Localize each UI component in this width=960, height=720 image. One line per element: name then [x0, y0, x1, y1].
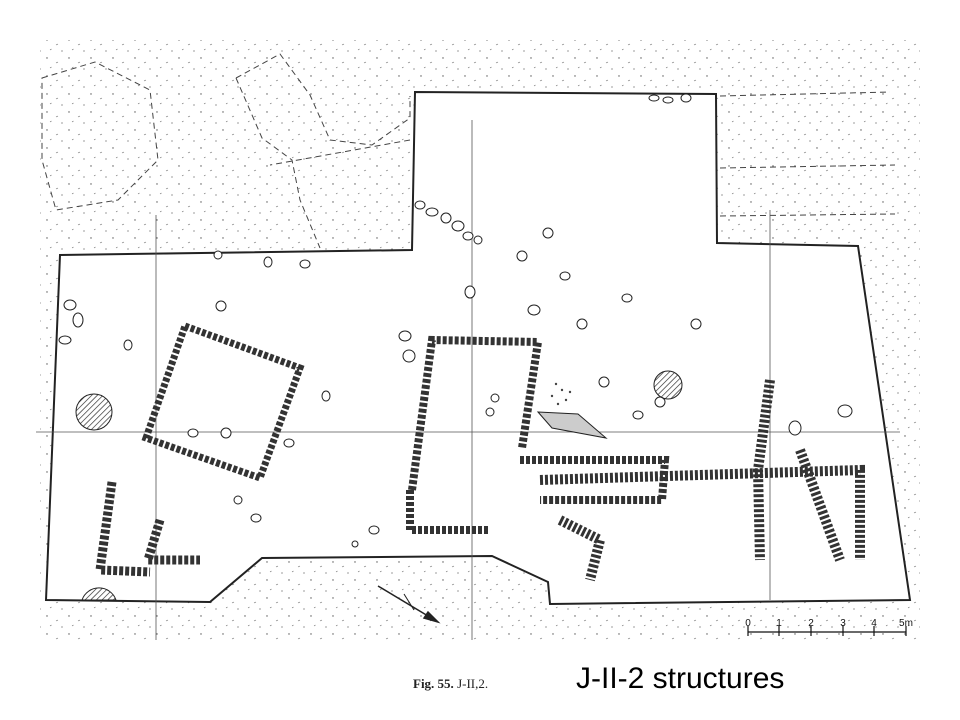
neighbouring-feature-outlines — [41, 53, 896, 249]
scale-bar — [747, 626, 907, 636]
small-pit — [485, 407, 495, 417]
room-1-walls — [141, 321, 305, 483]
survey-grid-lines — [36, 120, 900, 640]
scale-tick-label: 2 — [808, 618, 814, 629]
scale-tick-label: 1 — [776, 618, 782, 629]
figure-caption: Fig. 55. J-II,2. — [413, 676, 488, 692]
scattered-stones — [58, 227, 853, 548]
hatched-pits — [75, 370, 683, 601]
west-wall-fragments — [94, 481, 200, 577]
stone-slab — [536, 411, 608, 439]
stippled-deposit — [550, 382, 572, 406]
room-2-walls — [406, 335, 670, 534]
scale-tick-label: 4 — [871, 618, 877, 629]
figure-label: J-II,2. — [457, 676, 489, 691]
slide-title: J-II-2 structures — [576, 662, 785, 695]
scale-bar-labels: 0 1 2 3 4 5m — [745, 618, 913, 629]
figure-number: Fig. 55. — [413, 676, 454, 691]
north-annex-rubble — [414, 93, 692, 245]
east-wall-fragments — [539, 379, 865, 582]
scale-tick-label: 0 — [745, 618, 751, 629]
scale-tick-label: 5m — [899, 618, 913, 629]
scale-tick-label: 3 — [840, 618, 846, 629]
north-arrow-icon — [377, 585, 441, 624]
